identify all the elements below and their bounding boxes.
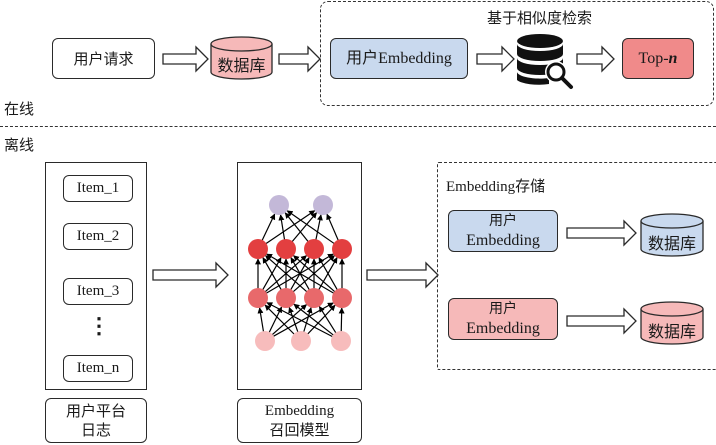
network-edge xyxy=(260,213,276,244)
network-edge xyxy=(318,257,340,294)
network-edge xyxy=(326,213,341,244)
arrow-icon xyxy=(278,45,321,73)
network-edge xyxy=(286,210,338,247)
network-edge xyxy=(284,212,311,245)
arrow-icon xyxy=(576,45,615,73)
network-node xyxy=(248,288,268,308)
network-edge xyxy=(278,214,286,244)
network-node xyxy=(332,288,352,308)
network-edge xyxy=(290,257,312,294)
storage-user-embedding-line1: 用户 xyxy=(489,301,517,317)
network-edge xyxy=(304,304,336,338)
network-node xyxy=(304,288,324,308)
network-edge xyxy=(293,255,338,295)
arrow-icon xyxy=(566,307,637,335)
network-edge xyxy=(262,255,307,295)
database-cylinder-icon xyxy=(640,301,704,345)
similarity-retrieval-group xyxy=(320,1,714,106)
network-node xyxy=(291,331,311,351)
arrow-icon xyxy=(566,219,637,247)
offline-section-label: 离线 xyxy=(4,136,35,154)
network-node xyxy=(276,288,296,308)
embedding-storage-title: Embedding存储 xyxy=(446,179,546,195)
network-node xyxy=(313,195,333,215)
database-cylinder-icon xyxy=(640,213,704,257)
online-database-label: 数据库 xyxy=(217,56,266,75)
arrow-icon xyxy=(366,261,439,289)
network-edge xyxy=(264,304,298,338)
item-label: Item_2 xyxy=(76,228,120,244)
arrow-icon xyxy=(152,261,229,289)
item-label: Item_1 xyxy=(76,180,120,196)
storage-user-embedding-line1: 用户 xyxy=(489,213,517,229)
user-request-label: 用户请求 xyxy=(73,49,134,68)
item-box: Item_3 xyxy=(63,278,133,305)
arrow-icon xyxy=(162,45,209,73)
network-node xyxy=(331,331,351,351)
item-label: Item_n xyxy=(76,360,120,376)
storage-user-embedding-line2: Embedding xyxy=(466,232,540,249)
network-edge xyxy=(265,255,310,295)
user-log-label-line2: 日志 xyxy=(80,420,111,439)
ellipsis-icon: ⋮ xyxy=(88,313,110,338)
storage-user-embedding-line2: Embedding xyxy=(466,320,540,337)
database-cylinder-icon xyxy=(210,36,273,80)
online-offline-divider xyxy=(0,126,716,127)
storage-database-label: 数据库 xyxy=(647,324,696,341)
network-edge xyxy=(257,307,265,336)
network-node xyxy=(304,239,324,259)
network-edge xyxy=(289,212,318,245)
recall-model-label-line2: 召回模型 xyxy=(269,420,330,439)
user-log-label-line1: 用户平台 xyxy=(65,401,126,420)
storage-user-embedding-box: 用户 Embedding xyxy=(448,210,558,252)
top-n-variable: n xyxy=(668,49,678,67)
online-user-embedding-label: 用户Embedding xyxy=(346,49,452,67)
network-edge xyxy=(288,306,300,336)
user-request-box: 用户请求 xyxy=(52,38,155,79)
item-label: Item_3 xyxy=(76,283,120,299)
top-n-box: Top-n xyxy=(622,38,694,79)
network-edge xyxy=(302,306,313,336)
network-node xyxy=(248,239,268,259)
recall-model-label-line1: Embedding xyxy=(264,402,335,419)
neural-network-diagram xyxy=(248,195,352,351)
network-node xyxy=(269,195,289,215)
network-edge xyxy=(266,302,336,339)
item-box: Item_n xyxy=(63,355,133,382)
network-edge xyxy=(318,305,339,337)
online-user-embedding-box: 用户Embedding xyxy=(330,38,468,79)
network-edge xyxy=(267,306,283,336)
user-log-panel: Item_1 Item_2 Item_3 ⋮ Item_n xyxy=(45,162,147,390)
network-edge xyxy=(316,257,338,294)
network-edge xyxy=(338,307,345,336)
recall-model-panel xyxy=(237,162,362,390)
online-section-label: 在线 xyxy=(4,100,35,118)
similarity-retrieval-title: 基于相似度检索 xyxy=(487,9,593,27)
item-box: Item_2 xyxy=(63,223,133,250)
storage-database-cylinder: 数据库 xyxy=(640,213,704,257)
network-node xyxy=(255,331,275,351)
network-edge xyxy=(288,257,310,294)
embedding-storage-group xyxy=(437,162,716,370)
network-edge xyxy=(290,255,335,295)
top-n-prefix: Top- xyxy=(638,49,669,67)
storage-user-embedding-box: 用户 Embedding xyxy=(448,298,558,340)
network-node xyxy=(276,239,296,259)
recall-model-label-box: Embedding 召回模型 xyxy=(237,398,362,443)
storage-database-cylinder: 数据库 xyxy=(640,301,704,345)
network-edge xyxy=(314,214,323,244)
network-node xyxy=(332,239,352,259)
arrow-icon xyxy=(476,45,515,73)
network-edge xyxy=(262,210,316,247)
online-database-cylinder: 数据库 xyxy=(210,36,273,80)
network-edge xyxy=(260,257,282,294)
database-search-icon xyxy=(517,34,573,89)
network-edge xyxy=(269,304,307,338)
storage-database-label: 数据库 xyxy=(647,236,696,253)
network-edge xyxy=(266,253,338,296)
network-edge xyxy=(293,303,337,338)
user-log-label-box: 用户平台 日志 xyxy=(45,398,147,443)
network-edge xyxy=(262,257,284,294)
item-box: Item_1 xyxy=(63,175,133,202)
